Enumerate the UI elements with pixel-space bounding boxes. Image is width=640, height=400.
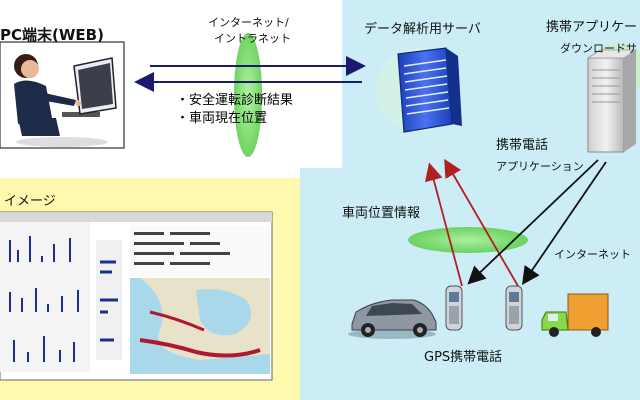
network-label-bottom: イントラネット xyxy=(214,32,291,45)
result-item-vehicle-position: ・車両現在位置 xyxy=(176,111,268,126)
image-caption: イメージ xyxy=(4,194,56,209)
vehicle-position-arrow-1 xyxy=(425,162,463,287)
internet-label: インターネット xyxy=(554,248,631,261)
network-ellipse-top xyxy=(234,33,262,157)
phone-app-label-2: アプリケーション xyxy=(496,160,584,173)
vehicle-position-label: 車両位置情報 xyxy=(342,206,421,221)
result-item-safe-driving: ・安全運転診断結果 xyxy=(176,93,294,108)
app-server-label-1: 携帯アプリケー xyxy=(546,20,638,35)
internet-ellipse xyxy=(408,227,528,253)
analysis-server-icon xyxy=(376,47,462,133)
app-download-arrow-1 xyxy=(467,159,599,285)
truck-icon xyxy=(541,293,609,337)
gps-phone-label: GPS携帯電話 xyxy=(424,350,503,365)
results-list: ・安全運転診断結果 ・車両現在位置 xyxy=(176,92,293,128)
vehicle-position-arrow-2 xyxy=(444,158,519,287)
app-download-server-icon xyxy=(586,44,640,153)
app-download-arrow-2 xyxy=(521,161,607,285)
gps-phone-icon-2 xyxy=(505,285,523,331)
app-screenshot-image xyxy=(0,211,273,381)
person-at-pc-icon xyxy=(14,54,117,147)
app-server-label-2: ダウンロードサ xyxy=(560,42,637,55)
gps-phone-icon-1 xyxy=(445,285,463,331)
server-label: データ解析用サーバ xyxy=(364,22,481,37)
pc-terminal-label: PC端末(WEB) xyxy=(0,26,104,44)
phone-app-label-1: 携帯電話 xyxy=(496,138,549,153)
network-label-top: インターネット/ xyxy=(208,16,289,29)
car-icon xyxy=(348,299,437,339)
